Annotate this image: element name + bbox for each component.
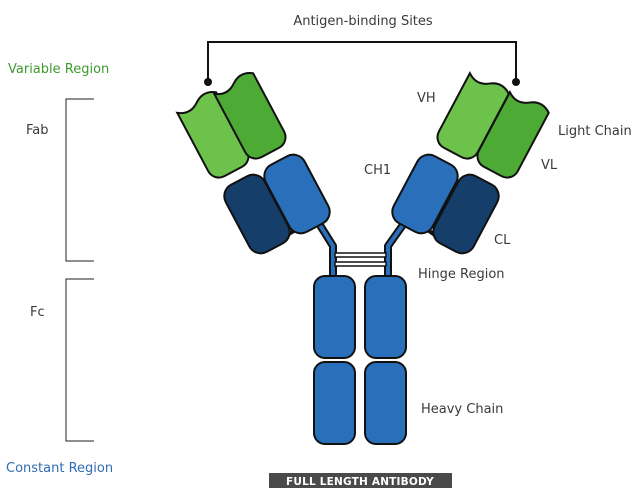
caption-background [269,473,452,488]
light-chain-label: Light Chain [558,124,632,139]
ch1-label: CH1 [364,163,391,178]
left-ch1-domain [263,153,331,235]
fab-label: Fab [26,123,49,138]
variable-region-label: Variable Region [8,62,109,77]
caption-label: FULL LENGTH ANTIBODY [286,476,434,488]
fc-domains [313,275,407,445]
left-ch3-domain [313,361,356,445]
right-vh-domain [436,71,510,160]
vh-label: VH [417,91,436,106]
right-ch1-domain [391,153,459,235]
left-ch2-domain [313,275,356,359]
fc-label: Fc [30,305,45,320]
left-arm [175,71,331,255]
constant-region-label: Constant Region [6,461,113,476]
binding-site-left-dot [204,78,212,86]
right-arm [391,71,550,255]
cl-label: CL [494,233,511,248]
heavy-chain-label: Heavy Chain [421,402,503,417]
right-vl-domain [476,90,550,179]
binding-site-right-dot [512,78,520,86]
vl-label: VL [541,158,558,173]
left-vh-domain [212,71,287,160]
right-cl-domain [432,173,500,255]
hinge-region-label: Hinge Region [418,267,505,282]
antigen-binding-bracket [207,41,517,80]
fab-bracket [65,98,94,262]
antigen-binding-sites-label: Antigen-binding Sites [293,14,433,29]
fc-bracket [65,278,94,442]
right-ch3-domain [364,361,407,445]
right-ch2-domain [364,275,407,359]
